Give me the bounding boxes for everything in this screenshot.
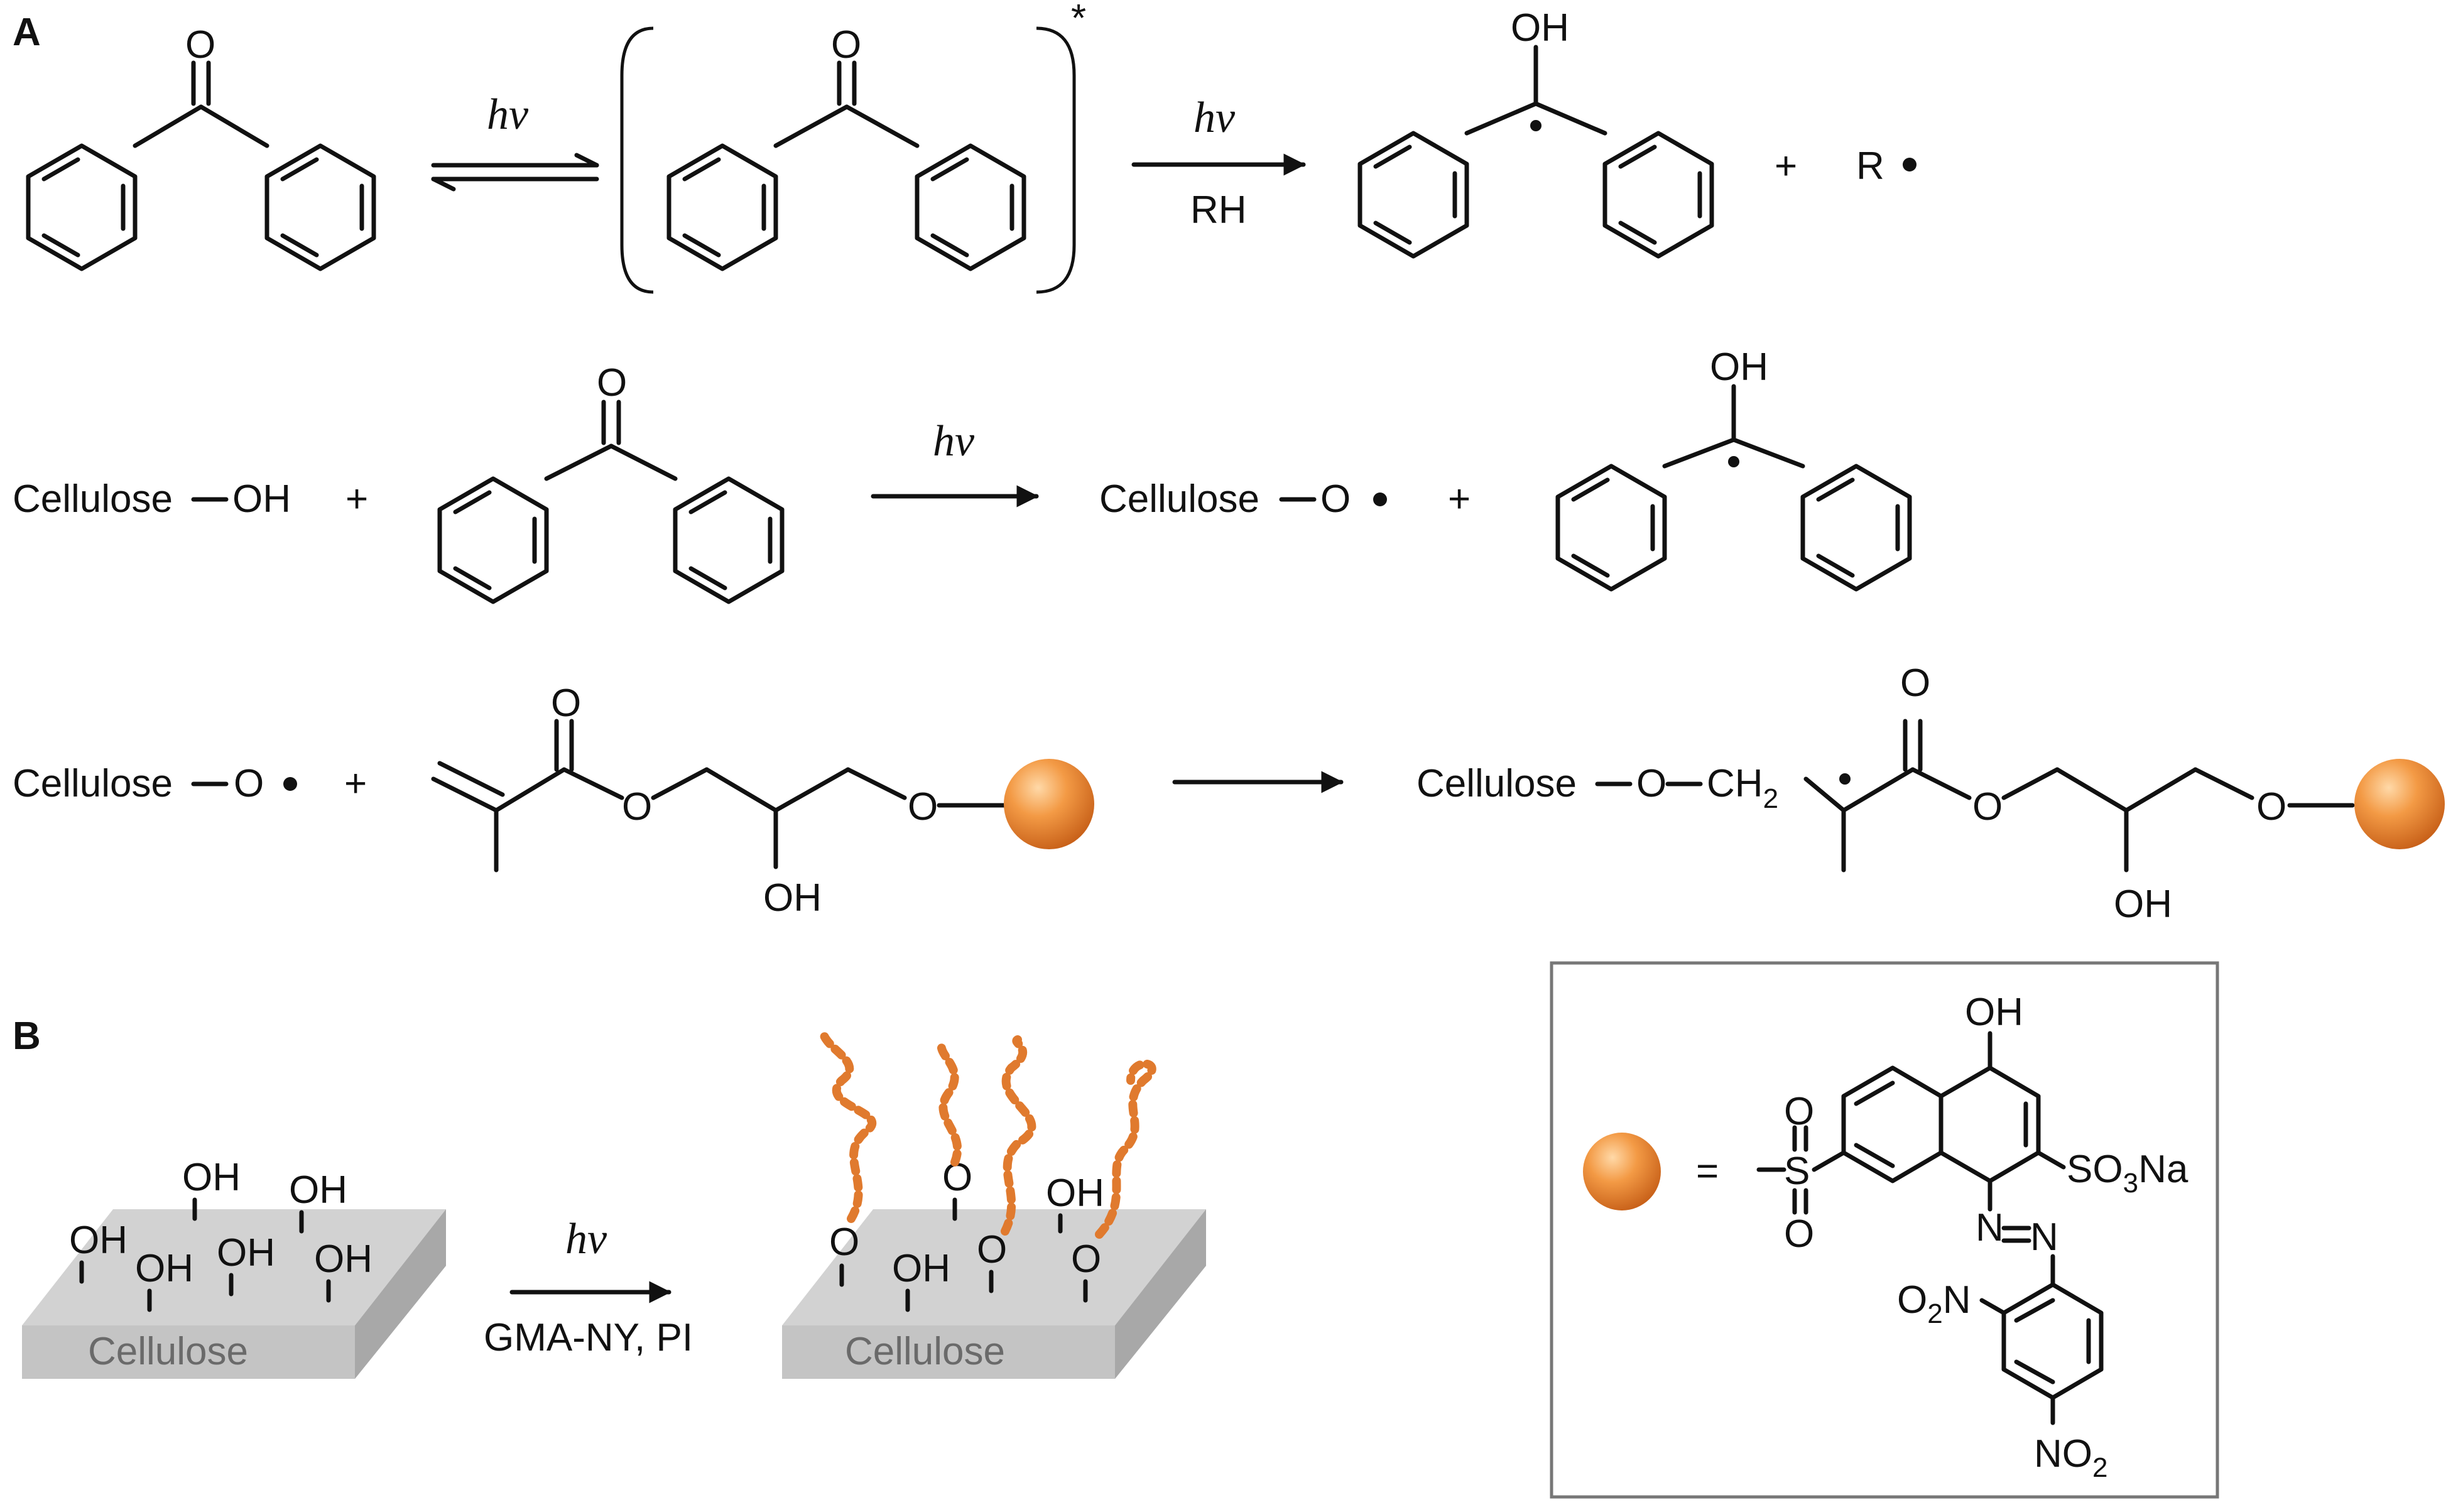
plus-sign: + xyxy=(1775,144,1797,188)
svg-text:O: O xyxy=(908,785,938,829)
gma-ny-monomer: O O OH O xyxy=(431,682,1094,920)
svg-text:hv: hv xyxy=(565,1215,607,1263)
polymer-chain xyxy=(937,1038,962,1167)
svg-text:O: O xyxy=(1636,762,1666,805)
svg-text:O: O xyxy=(831,23,861,67)
svg-text:OH: OH xyxy=(1965,991,2023,1034)
svg-text:O: O xyxy=(1784,1212,1814,1256)
ketyl-radical-product-1: OH xyxy=(1360,6,1712,256)
radical-r: R xyxy=(1856,144,1884,188)
benzophenone-1: O xyxy=(28,23,374,269)
svg-text:Cellulose: Cellulose xyxy=(88,1330,248,1373)
svg-text:O: O xyxy=(551,682,581,725)
svg-text:O: O xyxy=(1071,1237,1101,1281)
svg-text:OH: OH xyxy=(232,477,291,521)
svg-text:OH: OH xyxy=(217,1231,275,1275)
svg-text:NO2: NO2 xyxy=(2034,1432,2107,1483)
svg-text:N: N xyxy=(1976,1206,2004,1249)
svg-text:O: O xyxy=(829,1221,859,1264)
svg-text:OH: OH xyxy=(1710,345,1768,389)
polymer-chain xyxy=(818,1026,877,1223)
svg-text:+: + xyxy=(344,762,367,805)
svg-text:OH: OH xyxy=(135,1247,193,1290)
grafted-product: Cellulose O CH2 O O OH O xyxy=(1416,661,2445,926)
svg-text:=: = xyxy=(1696,1150,1719,1193)
polymer-chain xyxy=(1095,1059,1156,1239)
svg-text:OH: OH xyxy=(2114,883,2172,926)
svg-text:OH: OH xyxy=(892,1247,950,1290)
svg-text:CH2: CH2 xyxy=(1707,762,1778,814)
reaction-arrow-b: hv GMA-NY, PI xyxy=(484,1215,693,1359)
panel-label-a: A xyxy=(13,11,41,54)
excited-benzophenone: * O xyxy=(620,0,1086,294)
svg-text:O: O xyxy=(1320,477,1351,521)
excited-marker: * xyxy=(1071,0,1086,40)
svg-text:O: O xyxy=(1972,785,2003,829)
svg-text:O2N: O2N xyxy=(1897,1278,1971,1329)
svg-text:hv: hv xyxy=(1193,94,1236,142)
svg-text:OH: OH xyxy=(763,876,822,920)
svg-text:OH: OH xyxy=(1511,6,1569,50)
svg-text:OH: OH xyxy=(289,1168,347,1212)
cellulose-o-radical-reactant: Cellulose xyxy=(13,762,173,805)
svg-text:O: O xyxy=(185,23,215,67)
benzophenone-2: O xyxy=(440,361,782,602)
svg-text:RH: RH xyxy=(1190,188,1247,232)
svg-text:O: O xyxy=(622,785,652,829)
svg-text:OH: OH xyxy=(1046,1172,1104,1215)
svg-text:O: O xyxy=(1900,661,1930,705)
svg-text:O: O xyxy=(1784,1090,1814,1133)
svg-text:GMA-NY, PI: GMA-NY, PI xyxy=(484,1316,693,1359)
reaction-arrow-row2: hv xyxy=(871,417,1039,508)
dye-sphere xyxy=(1004,759,1094,849)
svg-text:+: + xyxy=(1448,477,1471,521)
cellulose-o-radical: Cellulose xyxy=(1099,477,1259,521)
svg-text:N: N xyxy=(2030,1216,2058,1259)
reaction-arrow-row1: hv RH xyxy=(1131,94,1306,232)
dye-sphere xyxy=(2354,759,2445,849)
svg-text:O: O xyxy=(977,1228,1007,1271)
svg-text:OH: OH xyxy=(314,1237,372,1281)
svg-text:+: + xyxy=(345,477,368,521)
cellulose-slab-after: Cellulose O O OH O OH O xyxy=(782,1026,1206,1379)
svg-text:Cellulose: Cellulose xyxy=(1416,762,1577,805)
equilibrium-arrow: hv xyxy=(431,90,599,192)
legend-box: = S O O OH SO3Na N N O2N NO2 xyxy=(1550,961,2219,1499)
svg-text:SO3Na: SO3Na xyxy=(2067,1148,2188,1199)
svg-text:OH: OH xyxy=(182,1156,241,1199)
dye-sphere-legend xyxy=(1583,1133,1661,1210)
cellulose-slab-before: Cellulose OH OH OH OH OH OH xyxy=(22,1156,446,1379)
svg-text:O: O xyxy=(2256,785,2286,829)
panel-label-b: B xyxy=(13,1014,41,1058)
svg-text:OH: OH xyxy=(69,1219,128,1262)
svg-text:O: O xyxy=(234,762,264,805)
hydroxyl-groups: OH OH OH OH OH OH xyxy=(69,1156,372,1312)
ketyl-radical-product-2: OH xyxy=(1558,345,1910,589)
svg-text:O: O xyxy=(597,361,627,405)
polymer-chain xyxy=(1001,1035,1036,1236)
svg-text:hv: hv xyxy=(933,417,975,465)
svg-text:S: S xyxy=(1784,1150,1810,1193)
svg-text:Cellulose: Cellulose xyxy=(845,1330,1005,1373)
cellulose-oh-reactant: Cellulose xyxy=(13,477,173,521)
arrow-label-hv: hv xyxy=(487,90,529,139)
